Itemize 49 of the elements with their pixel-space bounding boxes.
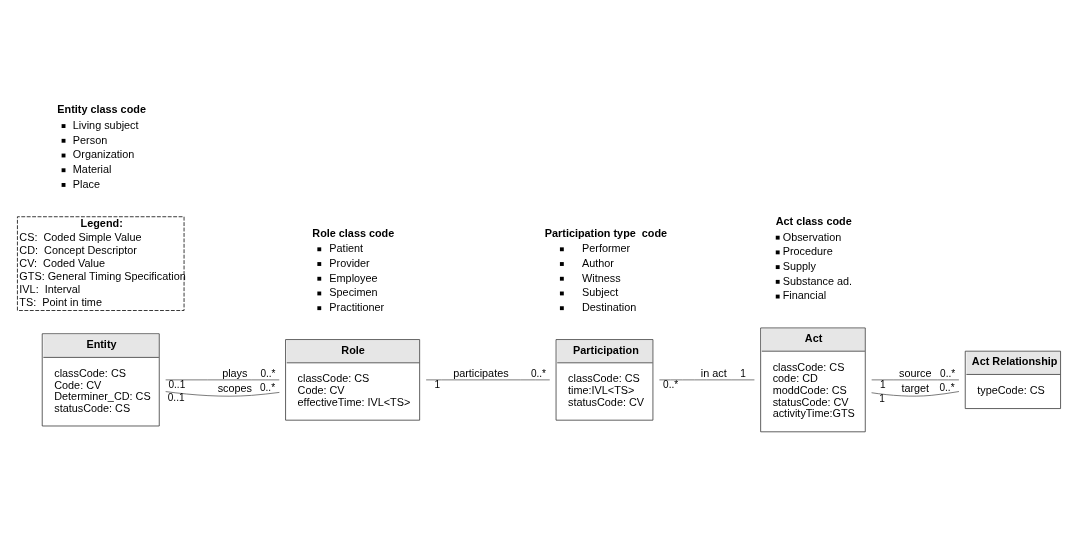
label: Act class code [775,215,852,228]
label: Participation type code [544,226,668,239]
label: Destination [582,301,637,314]
label: Person [72,133,108,146]
label: 0..* [939,381,955,393]
connector [871,379,960,381]
label: Practitioner [329,301,385,314]
edge-label: scopes [217,382,252,395]
label: 0..* [530,368,547,380]
connector [658,379,755,381]
label: 1 [434,378,441,390]
label: 0..* [663,378,679,390]
label: 1 [740,368,746,380]
edge-label: target [901,382,930,395]
connector [425,379,551,381]
edge-label: source [898,366,932,379]
label: Material [72,163,112,176]
label: Supply [782,259,816,272]
label: 0..* [260,368,276,380]
connector [165,379,280,381]
label: 1 [880,378,886,390]
label: Financial [782,289,827,302]
edge-label: in act [700,366,727,379]
label: Subject [582,286,619,299]
edge-label: plays [222,366,248,379]
label: 0..* [259,382,276,394]
label: Author [582,256,614,269]
label: Witness [582,271,621,284]
label: Procedure [782,245,833,258]
label: 1 [879,393,885,405]
label: Place [72,177,100,190]
label: Provider [329,256,370,269]
label: Organization [72,148,135,161]
label: Patient [329,242,364,255]
label: Role class code [312,226,395,239]
label: Observation [782,230,842,243]
node-box: Legend: CS: Coded Simple Value CD: Concept Descriptor CV: Coded Value GTS: General Timing Specification IVL: Interval TS: Point in time [17,216,185,311]
label: Specimen [329,286,378,299]
label: 0..* [940,368,956,380]
label: Employee [329,271,378,284]
label: Substance ad. [782,274,853,287]
edge-label: participates [453,366,509,379]
label: Performer [582,242,631,255]
connector [165,391,280,397]
label: 0..1 [167,391,185,403]
label: 0..1 [168,378,186,390]
connector [871,391,960,397]
label: Living subject [72,118,139,131]
label: Entity class code [57,103,146,116]
